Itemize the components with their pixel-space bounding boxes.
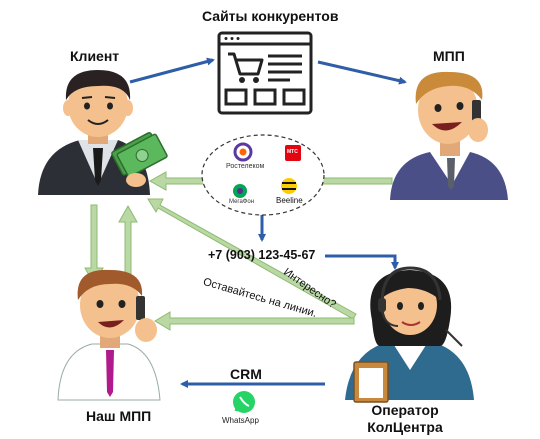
- arrow-sites-to-mpp: [317, 60, 407, 85]
- operator-label: Оператор КолЦентра: [350, 402, 460, 436]
- mts-label: МТС: [287, 149, 298, 155]
- competitor-sites-title: Сайты конкурентов: [202, 8, 339, 24]
- competitor-site-icon: [217, 31, 313, 115]
- whatsapp-label: WhatsApp: [222, 416, 259, 425]
- our-mpp-figure: [57, 269, 161, 401]
- client-figure: [38, 70, 168, 195]
- mpp-figure: [390, 71, 508, 200]
- crm-label: CRM: [230, 366, 262, 382]
- mpp-label: МПП: [433, 48, 465, 64]
- arrow-phone-to-operator: [325, 254, 399, 270]
- client-label: Клиент: [70, 48, 120, 64]
- operators-cloud: [201, 134, 325, 216]
- mts-logo: [285, 145, 301, 161]
- arrow-operator-to-our-mpp-green: [154, 311, 355, 331]
- rostelecom-logo: [233, 142, 253, 162]
- arrow-operator-to-client: [147, 198, 357, 320]
- operator-label-line2: КолЦентра: [367, 419, 443, 435]
- beeline-label: Beeline: [276, 196, 303, 205]
- beeline-logo: [281, 178, 297, 194]
- phone-number: +7 (903) 123-45-67: [208, 248, 316, 262]
- whatsapp-icon: [233, 391, 255, 413]
- operator-figure: [345, 266, 474, 403]
- arrow-client-to-sites: [129, 57, 215, 84]
- megafon-logo: [233, 184, 247, 198]
- megafon-label: МегаФон: [229, 199, 255, 205]
- rostelecom-label: Ростелеком: [226, 163, 265, 170]
- operator-label-line1: Оператор: [371, 402, 439, 418]
- our-mpp-label: Наш МПП: [86, 408, 152, 424]
